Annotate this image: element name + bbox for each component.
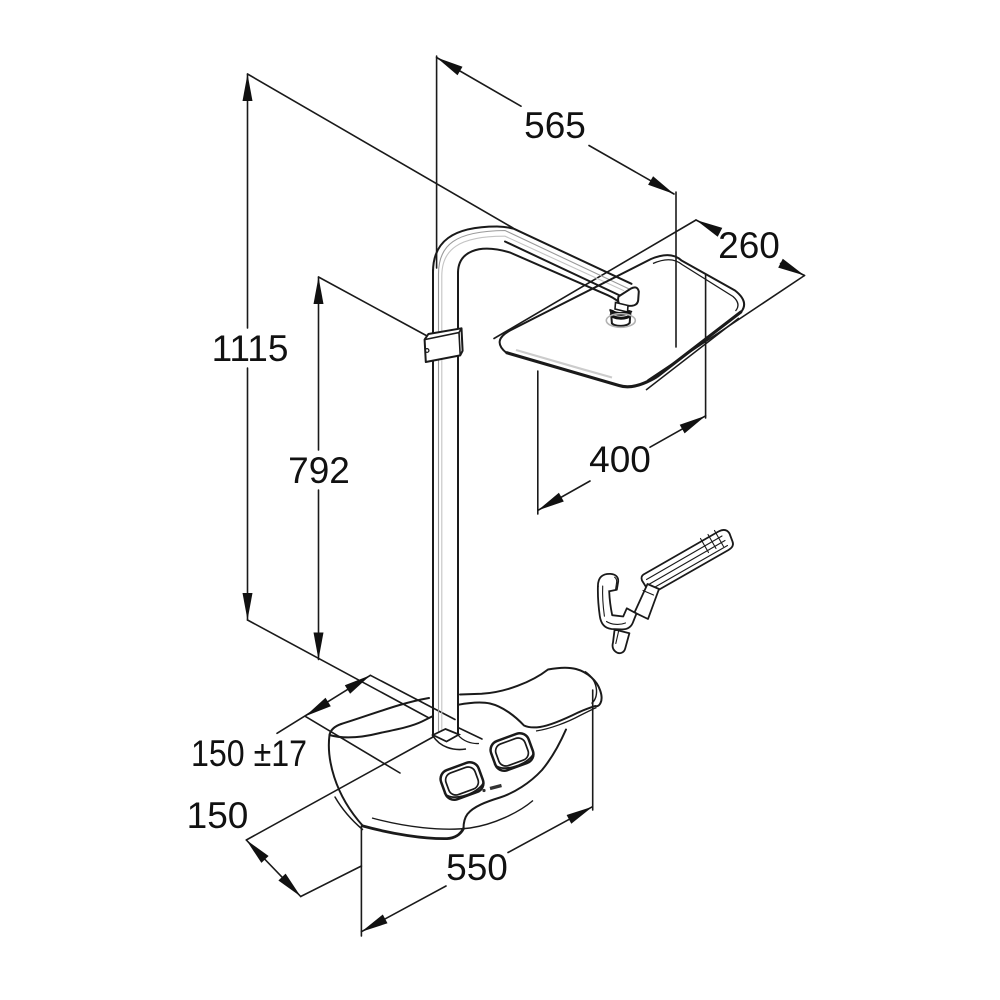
svg-text:1115: 1115 <box>212 328 289 369</box>
svg-text:260: 260 <box>718 225 780 266</box>
svg-text:792: 792 <box>288 450 350 491</box>
svg-text:400: 400 <box>589 439 651 480</box>
svg-text:150: 150 <box>187 795 249 836</box>
svg-text:550: 550 <box>446 847 508 888</box>
svg-text:150 ±17: 150 ±17 <box>191 733 307 774</box>
svg-text:565: 565 <box>524 105 586 146</box>
